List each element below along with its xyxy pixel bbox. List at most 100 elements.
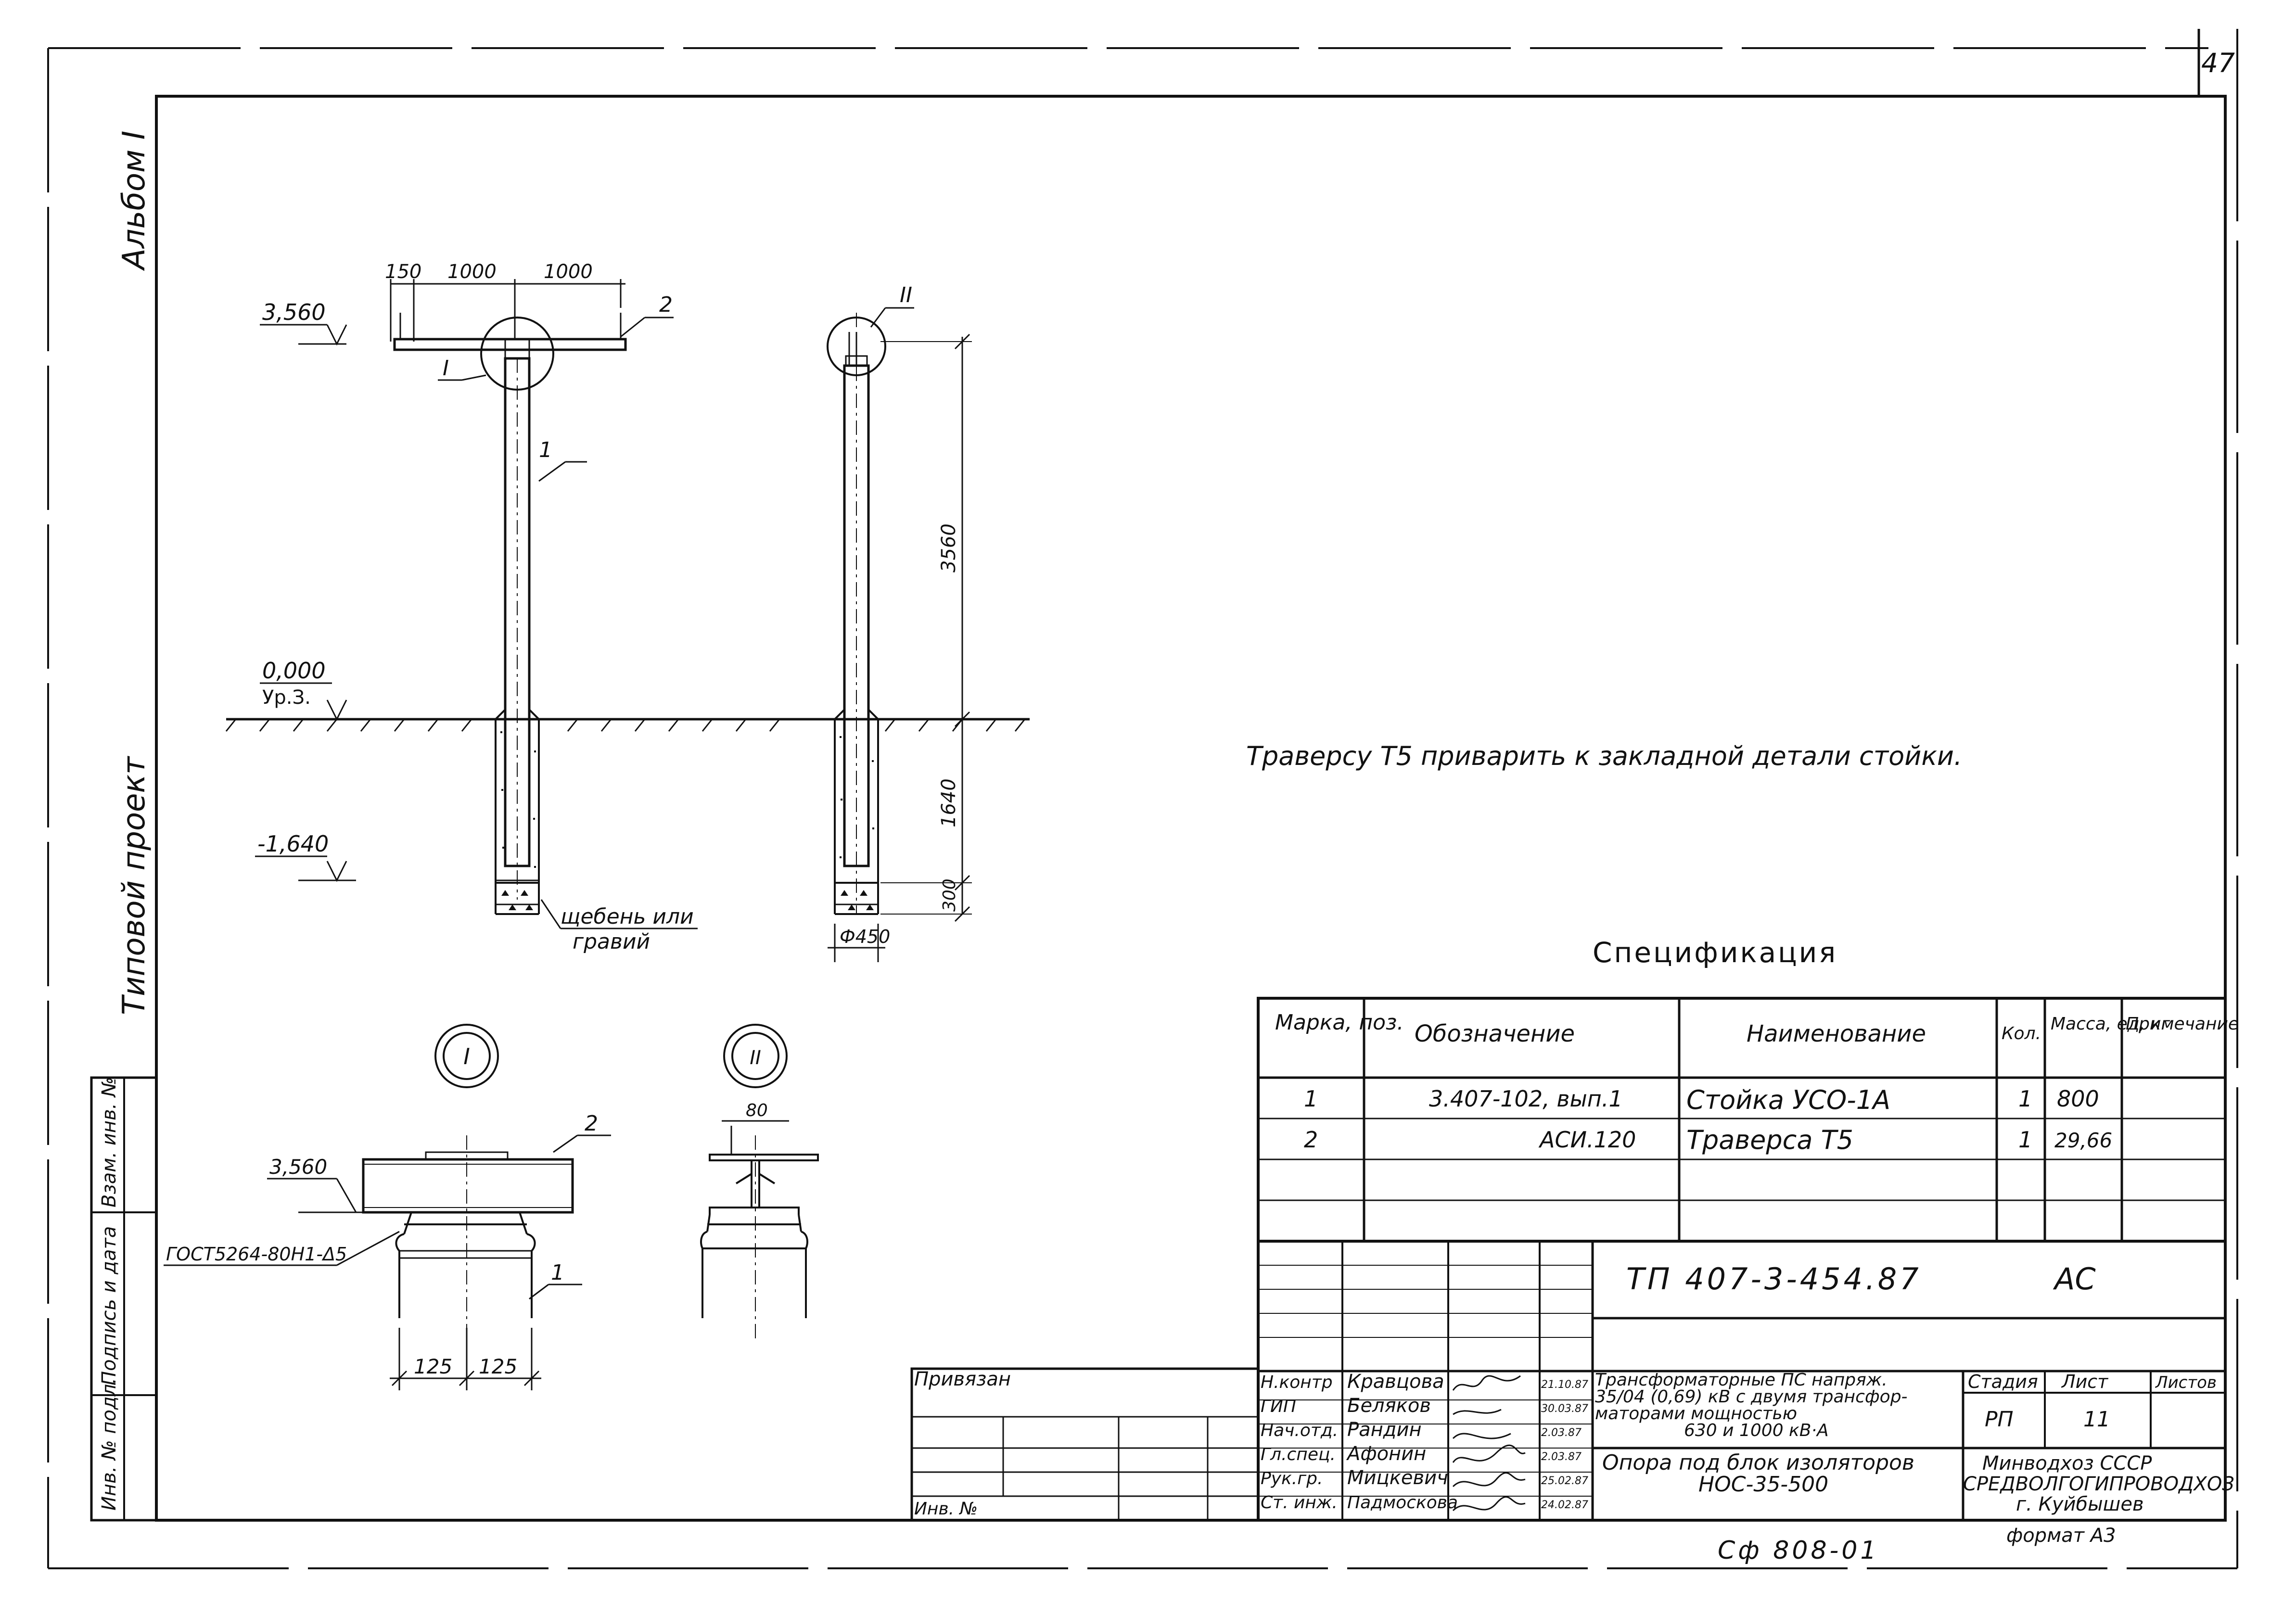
date: 2.03.87 [1541,1451,1582,1463]
dim-125-right: 125 [479,1355,517,1378]
elevation-bottom-label: -1,640 [257,831,329,857]
elevation-top: 3,560 [260,299,347,346]
spec-row: 2 АСИ.120 Траверса Т5 1 29,66 [1304,1125,2112,1155]
name: Падмоскова [1347,1493,1458,1513]
project-title-line: 630 и 1000 кВ·А [1684,1421,1829,1440]
role: Гл.спец. [1261,1445,1336,1464]
dim-150: 150 [385,261,421,283]
spec-title: Спецификация [1593,936,1837,969]
ground-level-label: Ур.З. [262,687,311,709]
detail-2: II 80 [700,1024,819,1342]
spec-row: 1 3.407-102, вып.1 Стойка УСО-1А 1 800 [1304,1085,2099,1115]
binding-block: Привязан Инв. № [910,1367,1260,1522]
org-line: Минводхоз СССР [1982,1452,2152,1475]
signatures: Н.контр ГИП Нач.отд. Гл.спец. Рук.гр. Ст… [1261,1371,1588,1513]
dim-1640: 1640 [938,778,960,827]
name: Кравцова [1347,1371,1444,1393]
privyazan-label: Привязан [914,1368,1011,1390]
date: 30.03.87 [1541,1403,1588,1415]
spec-h-note: Примечание [2126,1014,2239,1034]
dim-diameter: Ф450 [840,926,890,947]
side-strip: Альбом I Типовой проект Инв. № подл. Под… [90,130,158,1522]
role: Ст. инж. [1261,1493,1338,1513]
doc-mark: АС [2053,1261,2096,1297]
sheets-header: Листов [2155,1373,2217,1392]
detail-1-elevation: 3,560 [269,1155,327,1179]
spec-h-name: Наименование [1747,1020,1926,1047]
dim-125-left: 125 [414,1355,452,1378]
gravel-label: щебень или [561,904,694,929]
pole-front-view: 150 1000 1000 1 2 I щебень или гравий [385,261,698,954]
sign-date-label: Подпись и дата [98,1226,120,1386]
detail-1-label: I [463,1043,470,1069]
page-number: 47 [2201,48,2235,78]
sheet-title-line: Опора под блок изоляторов [1602,1450,1914,1475]
project-title-line: 35/04 (0,69) кВ с двумя трансфор- [1595,1387,1908,1407]
role: ГИП [1261,1397,1296,1416]
outer-frame [47,29,2238,1569]
spec-h-mark: Марка, поз. [1275,1010,1403,1035]
welding-note: Траверсу Т5 приварить к закладной детали… [1246,741,1962,771]
date: 25.02.87 [1541,1475,1588,1487]
detail-1: I 3,560 2 1 ГОСТ5264-80Н1-Δ5 125 125 [164,1024,611,1390]
stage-header: Стадия [1968,1371,2038,1392]
sheet-header: Лист [2061,1371,2109,1392]
name: Афонин [1346,1443,1426,1465]
ground-line [225,718,1030,732]
org-line: г. Куйбышев [2016,1493,2144,1515]
stage-value: РП [1985,1407,2014,1432]
name: Беляков [1347,1395,1431,1417]
sheet-title-line: НОС-35-500 [1698,1472,1828,1497]
inv-no-label: Инв. № [914,1499,978,1519]
spec-cell: АСИ.120 [1538,1127,1636,1153]
spec-cell: 29,66 [2054,1129,2112,1152]
page-number-box: 47 [2197,29,2235,96]
name: Рандин [1347,1419,1422,1441]
name: Мицкевич [1347,1467,1448,1489]
inv-podl-label: Инв. № подл. [98,1378,120,1511]
elevation-bottom: -1,640 [255,831,356,882]
role: Рук.гр. [1261,1469,1323,1488]
elevation-top-label: 3,560 [262,299,326,325]
callout-pos1-detail: 1 [551,1260,564,1285]
callout-pos2-front: 2 [659,292,673,317]
callout-pos2-detail: 2 [585,1111,598,1136]
spec-cell: 1 [2018,1086,2032,1112]
spec-cell: 2 [1304,1127,1318,1153]
date: 2.03.87 [1541,1427,1582,1439]
spec-cell: Стойка УСО-1А [1686,1085,1890,1115]
elevation-ground-label: 0,000 [262,658,326,684]
role: Нач.отд. [1261,1421,1338,1440]
sheet-value: 11 [2083,1407,2110,1432]
dim-3560: 3560 [938,523,960,572]
title-block: ТП 407-3-454.87 АС Н.контр ГИП Нач.отд. … [1257,1240,2234,1522]
project-type-label: Типовой проект [116,756,152,1015]
project-title-line: маторами мощностью [1595,1404,1797,1424]
dim-1000-left: 1000 [447,261,497,283]
spec-cell: 1 [2018,1127,2032,1153]
spec-h-qty: Кол. [2002,1024,2041,1043]
detail-2-label: II [750,1047,761,1069]
format-label: формат А3 [2006,1525,2116,1547]
album-label: Альбом I [116,130,152,271]
gravel-label-2: гравий [573,929,650,954]
date: 21.10.87 [1541,1379,1588,1391]
date: 24.02.87 [1541,1499,1588,1511]
spec-cell: Траверса Т5 [1686,1125,1853,1155]
gost-weld-label: ГОСТ5264-80Н1-Δ5 [166,1244,347,1265]
spec-h-mass: Масса, ед, кг [2051,1014,2170,1034]
spec-cell: 3.407-102, вып.1 [1429,1086,1623,1112]
org-line: СРЕДВОЛГОГИПРОВОДХОЗ [1963,1473,2234,1495]
pole-side-view: II Ф450 3560 1640 300 [827,283,972,962]
callout-node2: II [900,283,912,307]
callout-node1: I [443,356,449,381]
dim-300: 300 [940,878,959,912]
spec-cell: 1 [1304,1086,1318,1112]
dim-1000-right: 1000 [544,261,593,283]
callout-pos1-front: 1 [539,438,552,462]
project-title-line: Трансформаторные ПС напряж. [1595,1370,1888,1390]
spec-cell: 800 [2057,1086,2099,1112]
doc-code: ТП 407-3-454.87 [1626,1261,1922,1297]
spec-h-designation: Обозначение [1415,1020,1575,1047]
